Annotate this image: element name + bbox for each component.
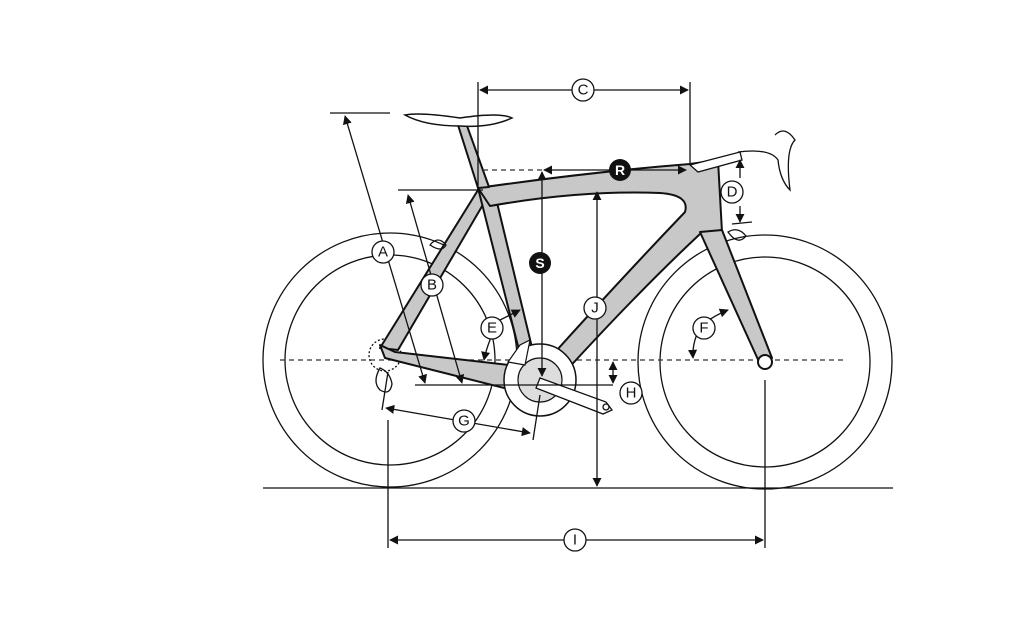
saddle [402,113,514,128]
svg-text:G: G [458,413,470,430]
svg-text:D: D [727,184,738,201]
svg-text:S: S [535,255,544,271]
svg-text:I: I [573,532,577,549]
svg-text:F: F [699,320,708,337]
label-s: S [529,252,551,274]
label-b: B [420,273,444,297]
svg-text:H: H [626,385,637,402]
svg-text:A: A [378,244,388,261]
handlebar [737,130,796,192]
label-h: H [619,381,643,405]
label-d: D [720,180,744,204]
label-a: A [371,240,395,264]
crankset [503,338,614,417]
label-e: E [480,316,504,340]
label-c: C [571,78,595,102]
svg-text:E: E [487,320,497,337]
label-j: J [583,296,607,320]
svg-text:J: J [591,300,599,317]
label-r: R [609,159,631,181]
bike-frame [379,113,796,393]
label-i: I [563,528,587,552]
svg-text:B: B [427,277,437,294]
svg-text:R: R [615,162,625,178]
label-f: F [692,316,716,340]
svg-text:C: C [578,82,589,99]
dimension-i [387,380,766,548]
dimension-d [731,159,753,225]
label-g: G [452,409,476,433]
